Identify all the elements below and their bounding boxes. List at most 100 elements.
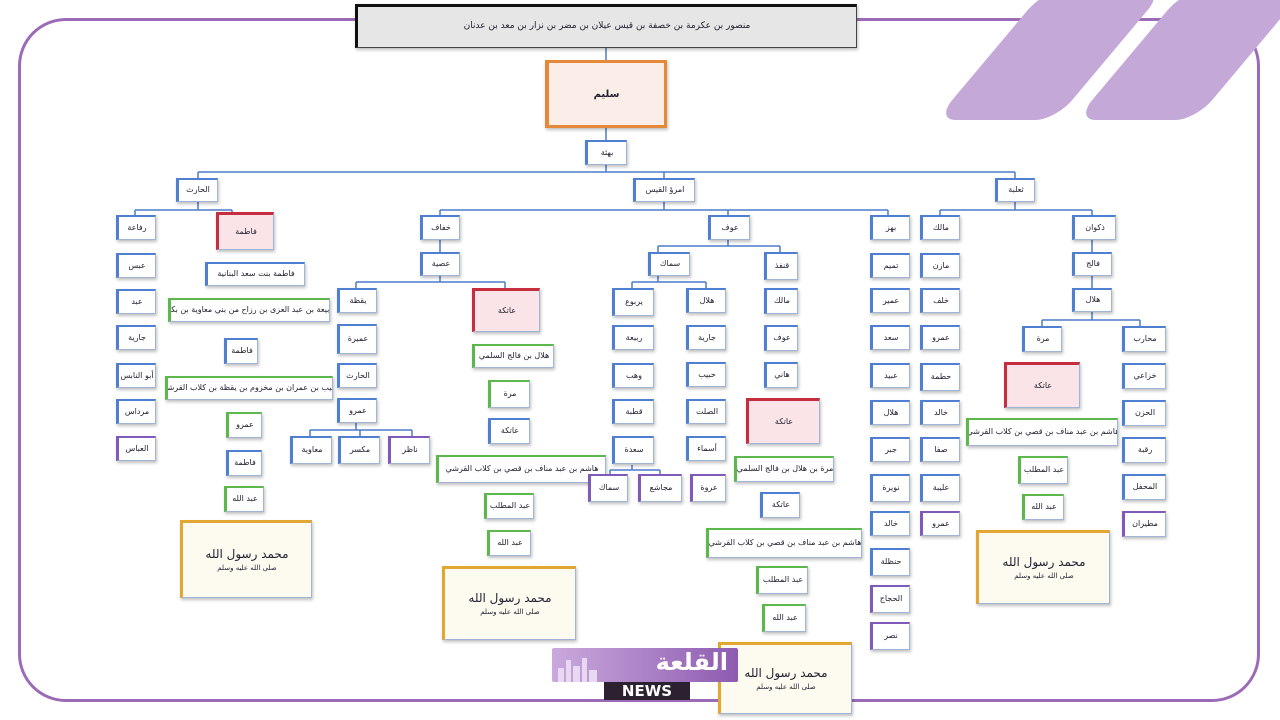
node-khuzai: خزاعي [1122,363,1166,389]
node-abbas: العباس [116,436,156,461]
node-hubayb: حبيب [686,362,726,387]
prophet-name: محمد رسول الله [1002,554,1086,569]
node-saffa: صفا [920,437,960,462]
node-murra-1: مرة [488,380,530,408]
node-fatima-2: فاطمة [224,338,258,364]
node-rabia: ربيعة بن عبد العزى بن رزاح من بني معاوية… [168,298,330,322]
node-amr: عمرو [226,412,262,438]
node-almuhaffal: المحفل [1122,474,1166,500]
node-abdallah-3: عبد الله [762,604,806,632]
node-harith-2: الحارث [337,363,377,388]
node-hanzala: حنظلة [870,548,910,576]
node-abdallah-1: عبد الله [224,486,264,512]
node-amr-2: عمرو [337,398,377,423]
lineage-header: منصور بن عكرمة بن خصفة بن قيس عيلان بن م… [355,4,857,48]
branch-imru-alqays: امرؤ القيس [633,178,695,202]
node-dhakwan: ذكوان [1072,215,1116,240]
node-raqaba: رقبة [1122,437,1166,463]
prophet-name: محمد رسول الله [205,546,289,561]
logo-news: NEWS [604,682,690,700]
node-falij: فالج [1072,252,1112,276]
node-nasr: نصر [870,622,910,650]
node-usayya: عصية [420,252,460,276]
node-amr-3: عمرو [920,325,960,350]
node-tamim: تميم [870,253,910,278]
node-fatima-bint-saad: فاطمة بنت سعد البنانية [205,262,305,286]
root-node-sulaym: سليم [545,60,667,128]
node-prophet-4: محمد رسول الله صلى الله عليه وسلم [976,530,1110,604]
node-bahtha: بهثة [585,140,627,165]
node-atika-2: عاتكة [746,398,820,444]
node-atika-3: عاتكة [1004,362,1080,408]
node-awf: عوف [708,215,750,240]
node-mujashi: مجاشع [638,474,682,502]
node-mukassir: مكسر [338,436,380,464]
node-ubayd: عبيد [870,363,910,388]
node-fatima-3: فاطمة [226,450,262,476]
node-rabia-2: ربيعة [612,325,654,350]
prophet-blessing: صلى الله عليه وسلم [756,682,816,691]
node-atika-1: عاتكة [472,288,540,332]
node-rifaa: رفاعة [116,215,156,240]
prophet-blessing: صلى الله عليه وسلم [480,607,540,616]
node-hajjaj: الحجاج [870,585,910,613]
node-abs: عبس [116,253,156,278]
node-qutba: قطبة [612,399,654,424]
node-jubar: جبر [870,437,910,462]
node-atika-1b: عاتكة [488,418,530,444]
branch-thaalaba: ثعلبة [995,178,1035,202]
node-prophet-3: محمد رسول الله صلى الله عليه وسلم [718,642,852,714]
node-malik: مالك [764,288,798,314]
node-khalaf: خلف [920,288,960,313]
node-salt: الصلت [686,399,726,424]
node-muttalib-3: عبد المطلب [1018,456,1068,484]
node-hilal-3: هلال [686,288,726,313]
node-yaqdha: يقظة [337,288,377,313]
node-abdallah-2: عبد الله [487,530,531,556]
node-bahz: بهز [870,215,910,240]
node-jariya-2: جارية [686,325,726,350]
node-muttalib-2: عبد المطلب [756,566,808,594]
logo-word: القلعة [655,648,728,676]
branch-harith: الحارث [176,178,218,202]
node-hatima: حطمة [920,363,960,391]
node-umayr: عمير [870,288,910,313]
node-muttalib-1: عبد المطلب [484,493,534,519]
node-muawiya: معاوية [290,436,332,464]
node-urwa: عروة [690,474,726,502]
node-hashim-3: هاشم بن عبد مناف بن قصي بن كلاب القرشي [966,418,1118,446]
node-jariya: جارية [116,325,156,350]
node-mazin: مازن [920,253,960,278]
node-saada: سعدة [612,436,654,464]
node-wahb: وهب [612,363,654,388]
node-abd: عبد [116,289,156,314]
node-hilal-falij-1: هلال بن فالج السلمي [472,344,554,368]
node-yarbu: يربوع [612,288,654,316]
node-khalid: خالد [870,511,910,536]
node-mardas: مرداس [116,399,156,424]
node-hashim-1: هاشم بن عبد مناف بن قصي بن كلاب القرشي [436,455,606,483]
node-abdallah-4: عبد الله [1022,494,1064,520]
node-murra-hilal: مرة بن هلال بن فالج السلمي [734,456,834,482]
node-hilal-5: هلال [1072,288,1112,312]
node-awf-2: عوف [764,325,798,351]
node-nuwayra: نويرة [870,474,910,502]
prophet-name: محمد رسول الله [468,590,552,605]
node-amira: عميرة [337,324,377,354]
alqalaa-news-logo: القلعة NEWS [552,644,738,700]
node-khufaf: خفاف [420,215,460,240]
node-sammak: سماك [648,252,690,276]
node-nadhir: ناظر [388,436,430,464]
node-murra-3: مرة [1022,326,1062,352]
node-prophet-2: محمد رسول الله صلى الله عليه وسلم [442,566,576,640]
prophet-blessing: صلى الله عليه وسلم [217,563,277,572]
prophet-blessing: صلى الله عليه وسلم [1014,571,1074,580]
node-amr-4: عمرو [920,511,960,536]
node-mutayran: مطيران [1122,511,1166,537]
node-muharib: محارب [1122,326,1166,352]
node-hilal-4: هلال [870,400,910,425]
logo-skyline-icon [558,656,598,682]
node-hashim-2: هاشم بن عبد مناف بن قصي بن كلاب القرشي [706,528,862,558]
node-ulayya: عليبة [920,474,960,502]
